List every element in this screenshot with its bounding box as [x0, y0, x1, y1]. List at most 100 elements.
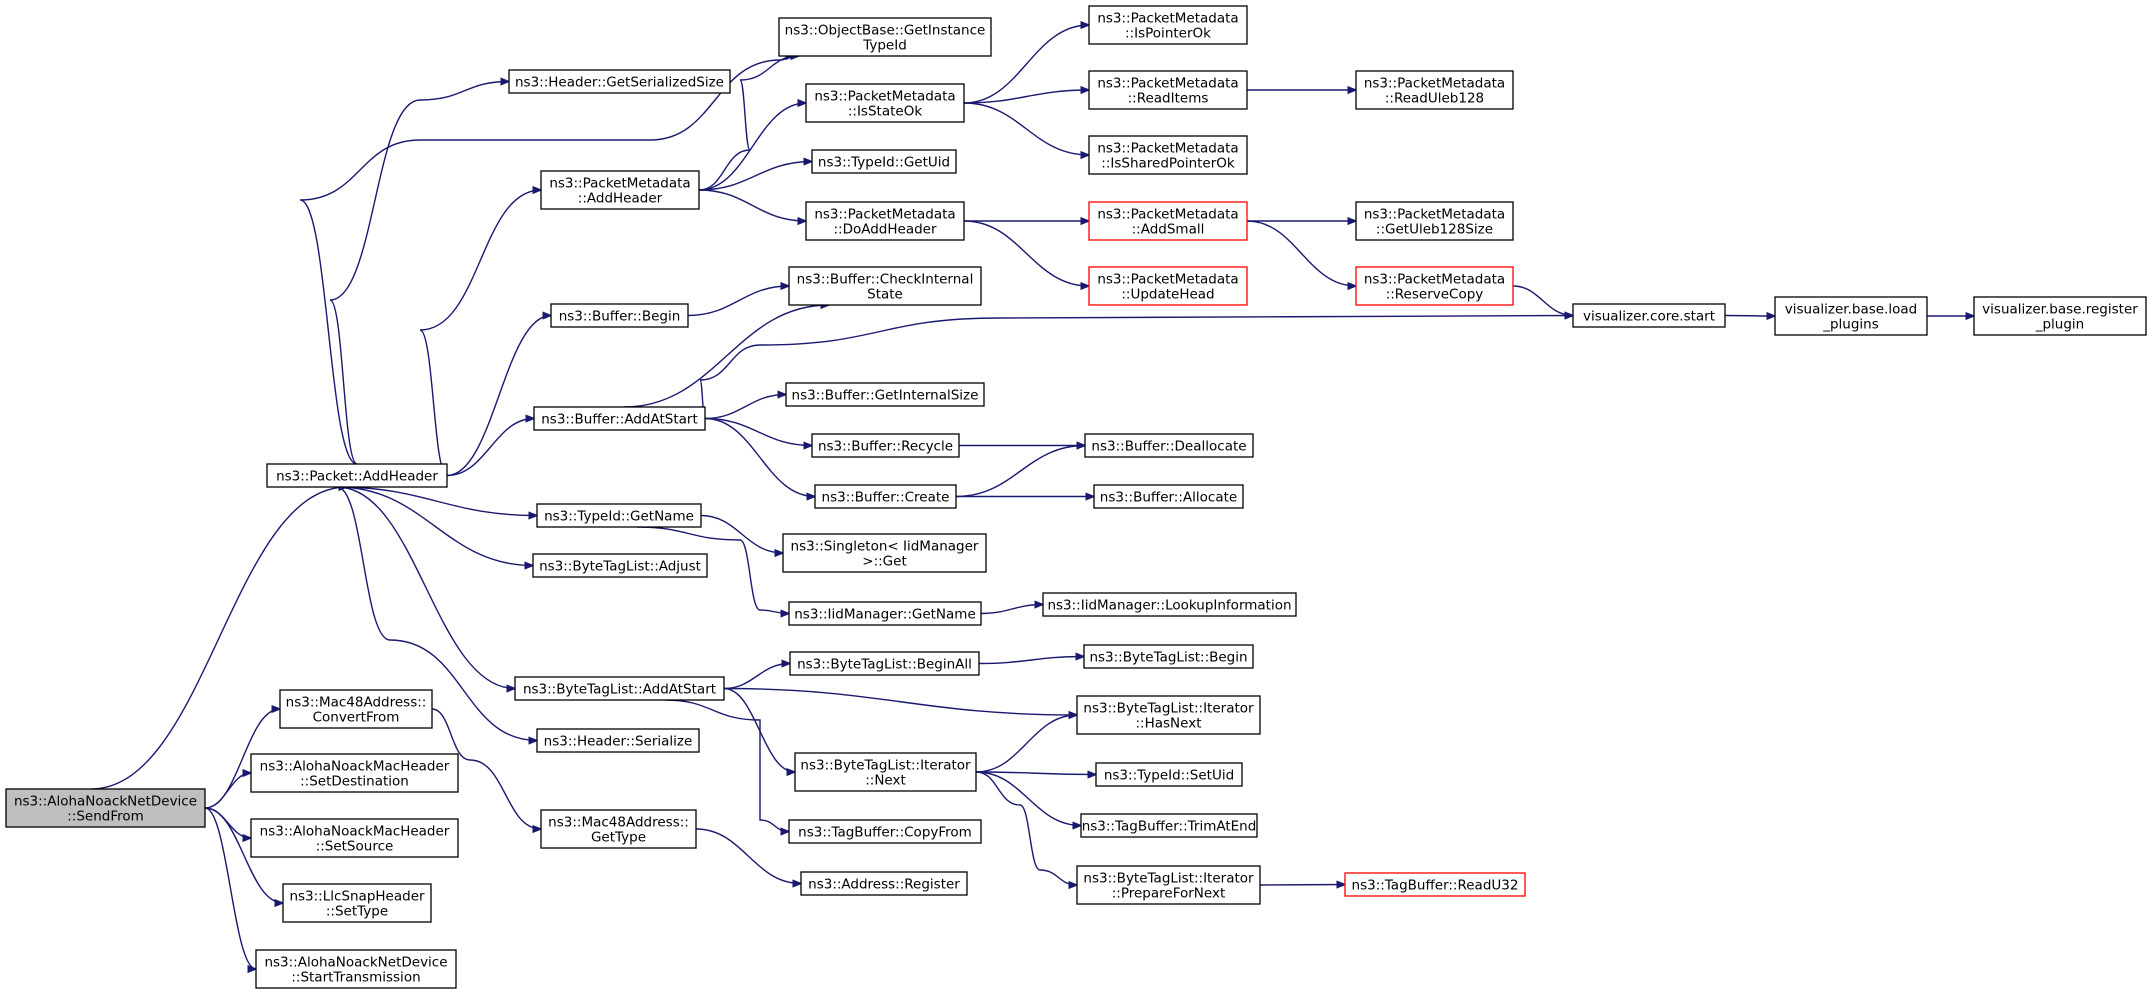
node-btl-adjust[interactable]: ns3::ByteTagList::Adjust — [532, 553, 708, 578]
node-iid-lookupinfo[interactable]: ns3::IidManager::LookupInformation — [1042, 592, 1297, 617]
node-tagbuf-copyfrom[interactable]: ns3::TagBuffer::CopyFrom — [788, 819, 982, 844]
node-box[interactable] — [1093, 484, 1244, 509]
node-box[interactable] — [1042, 592, 1297, 617]
node-mac48-gettype[interactable]: ns3::Mac48Address::GetType — [540, 809, 697, 849]
node-box[interactable] — [814, 484, 957, 509]
node-typeid-getname[interactable]: ns3::TypeId::GetName — [536, 503, 702, 528]
node-box[interactable] — [788, 819, 982, 844]
node-box[interactable] — [1088, 70, 1248, 110]
node-vis-core-start[interactable]: visualizer.core.start — [1572, 303, 1726, 328]
node-tagbuf-readu32[interactable]: ns3::TagBuffer::ReadU32 — [1344, 872, 1526, 897]
node-buf-getinternalsize[interactable]: ns3::Buffer::GetInternalSize — [785, 382, 985, 407]
node-box[interactable] — [811, 433, 960, 458]
node-box[interactable] — [1088, 135, 1248, 175]
node-box[interactable] — [1572, 303, 1726, 328]
node-singleton-get[interactable]: ns3::Singleton< IidManager >::Get — [782, 533, 987, 573]
node-box[interactable] — [532, 553, 708, 578]
node-box[interactable] — [266, 463, 448, 488]
node-hdr-serialize[interactable]: ns3::Header::Serialize — [536, 728, 700, 753]
node-box[interactable] — [1973, 296, 2147, 336]
node-pkt-addheader[interactable]: ns3::Packet::AddHeader — [266, 463, 448, 488]
node-pm-reservecopy[interactable]: ns3::PacketMetadata::ReserveCopy — [1355, 266, 1514, 306]
node-pm-getuleb128size[interactable]: ns3::PacketMetadata::GetUleb128Size — [1355, 201, 1514, 241]
node-vis-base-register[interactable]: visualizer.base.register_plugin — [1973, 296, 2147, 336]
node-box[interactable] — [1355, 266, 1514, 306]
node-pm-issharedptrok[interactable]: ns3::PacketMetadata::IsSharedPointerOk — [1088, 135, 1248, 175]
node-mac48-convertfrom[interactable]: ns3::Mac48Address::ConvertFrom — [279, 689, 433, 729]
node-box[interactable] — [1774, 296, 1928, 336]
node-pm-isstateok[interactable]: ns3::PacketMetadata::IsStateOk — [805, 83, 965, 123]
node-box[interactable] — [540, 809, 697, 849]
node-box[interactable] — [533, 406, 706, 431]
node-box[interactable] — [1344, 872, 1526, 897]
node-box[interactable] — [1076, 865, 1261, 905]
node-pm-updatehead[interactable]: ns3::PacketMetadata::UpdateHead — [1088, 266, 1248, 306]
node-btl-beginall[interactable]: ns3::ByteTagList::BeginAll — [789, 651, 980, 676]
node-btl-iter-next[interactable]: ns3::ByteTagList::Iterator::Next — [794, 752, 977, 792]
node-box[interactable] — [1076, 695, 1261, 735]
node-buf-allocate[interactable]: ns3::Buffer::Allocate — [1093, 484, 1244, 509]
node-btl-iter-prepare[interactable]: ns3::ByteTagList::Iterator::PrepareForNe… — [1076, 865, 1261, 905]
node-box[interactable] — [1088, 201, 1248, 241]
node-box[interactable] — [805, 83, 965, 123]
node-typeid-setuid[interactable]: ns3::TypeId::SetUid — [1095, 762, 1243, 787]
node-box[interactable] — [514, 676, 725, 701]
node-root[interactable]: ns3::AlohaNoackNetDevice::SendFrom — [5, 788, 206, 828]
node-box[interactable] — [536, 503, 702, 528]
node-aloha-setsource[interactable]: ns3::AlohaNoackMacHeader::SetSource — [250, 818, 459, 858]
node-box[interactable] — [782, 533, 987, 573]
node-btl-addatstart[interactable]: ns3::ByteTagList::AddAtStart — [514, 676, 725, 701]
node-box[interactable] — [250, 753, 459, 793]
node-pm-doaddheader[interactable]: ns3::PacketMetadata::DoAddHeader — [805, 201, 965, 241]
node-box[interactable] — [1080, 813, 1258, 838]
node-vis-base-load[interactable]: visualizer.base.load_plugins — [1774, 296, 1928, 336]
node-box[interactable] — [250, 818, 459, 858]
node-box[interactable] — [1088, 5, 1248, 45]
node-box[interactable] — [1095, 762, 1243, 787]
node-hdr-getsersize[interactable]: ns3::Header::GetSerializedSize — [508, 69, 731, 94]
node-aloha-starttx[interactable]: ns3::AlohaNoackNetDevice::StartTransmiss… — [255, 949, 457, 989]
node-box[interactable] — [800, 871, 968, 896]
node-addr-register[interactable]: ns3::Address::Register — [800, 871, 968, 896]
node-box[interactable] — [1355, 70, 1514, 110]
node-pm-addsmall[interactable]: ns3::PacketMetadata::AddSmall — [1088, 201, 1248, 241]
node-box[interactable] — [1084, 433, 1254, 458]
node-box[interactable] — [794, 752, 977, 792]
node-box[interactable] — [536, 728, 700, 753]
node-box[interactable] — [785, 382, 985, 407]
node-pm-ispointerok[interactable]: ns3::PacketMetadata::IsPointerOk — [1088, 5, 1248, 45]
node-box[interactable] — [282, 883, 432, 923]
node-pm-readuleb128[interactable]: ns3::PacketMetadata::ReadUleb128 — [1355, 70, 1514, 110]
node-box[interactable] — [540, 170, 700, 210]
node-box[interactable] — [279, 689, 433, 729]
node-box[interactable] — [508, 69, 731, 94]
node-box[interactable] — [811, 149, 957, 174]
node-box[interactable] — [5, 788, 206, 828]
node-buf-recycle[interactable]: ns3::Buffer::Recycle — [811, 433, 960, 458]
node-llc-settype[interactable]: ns3::LlcSnapHeader::SetType — [282, 883, 432, 923]
node-box[interactable] — [255, 949, 457, 989]
node-box[interactable] — [1355, 201, 1514, 241]
node-pm-addheader[interactable]: ns3::PacketMetadata::AddHeader — [540, 170, 700, 210]
node-box[interactable] — [1088, 266, 1248, 306]
node-box[interactable] — [1083, 644, 1254, 669]
node-btl-iter-hasnext[interactable]: ns3::ByteTagList::Iterator::HasNext — [1076, 695, 1261, 735]
node-box[interactable] — [550, 303, 689, 328]
node-pm-readitems[interactable]: ns3::PacketMetadata::ReadItems — [1088, 70, 1248, 110]
node-buf-addatstart[interactable]: ns3::Buffer::AddAtStart — [533, 406, 706, 431]
node-typeid-getuid[interactable]: ns3::TypeId::GetUid — [811, 149, 957, 174]
node-iid-getname[interactable]: ns3::IidManager::GetName — [788, 601, 982, 626]
node-btl-begin[interactable]: ns3::ByteTagList::Begin — [1083, 644, 1254, 669]
node-box[interactable] — [805, 201, 965, 241]
node-buf-create[interactable]: ns3::Buffer::Create — [814, 484, 957, 509]
node-buf-begin[interactable]: ns3::Buffer::Begin — [550, 303, 689, 328]
node-box[interactable] — [788, 601, 982, 626]
node-buf-deallocate[interactable]: ns3::Buffer::Deallocate — [1084, 433, 1254, 458]
node-box[interactable] — [778, 17, 992, 57]
node-aloha-setdest[interactable]: ns3::AlohaNoackMacHeader::SetDestination — [250, 753, 459, 793]
node-box[interactable] — [788, 266, 982, 306]
node-box[interactable] — [789, 651, 980, 676]
node-tagbuf-trimatend[interactable]: ns3::TagBuffer::TrimAtEnd — [1080, 813, 1258, 838]
